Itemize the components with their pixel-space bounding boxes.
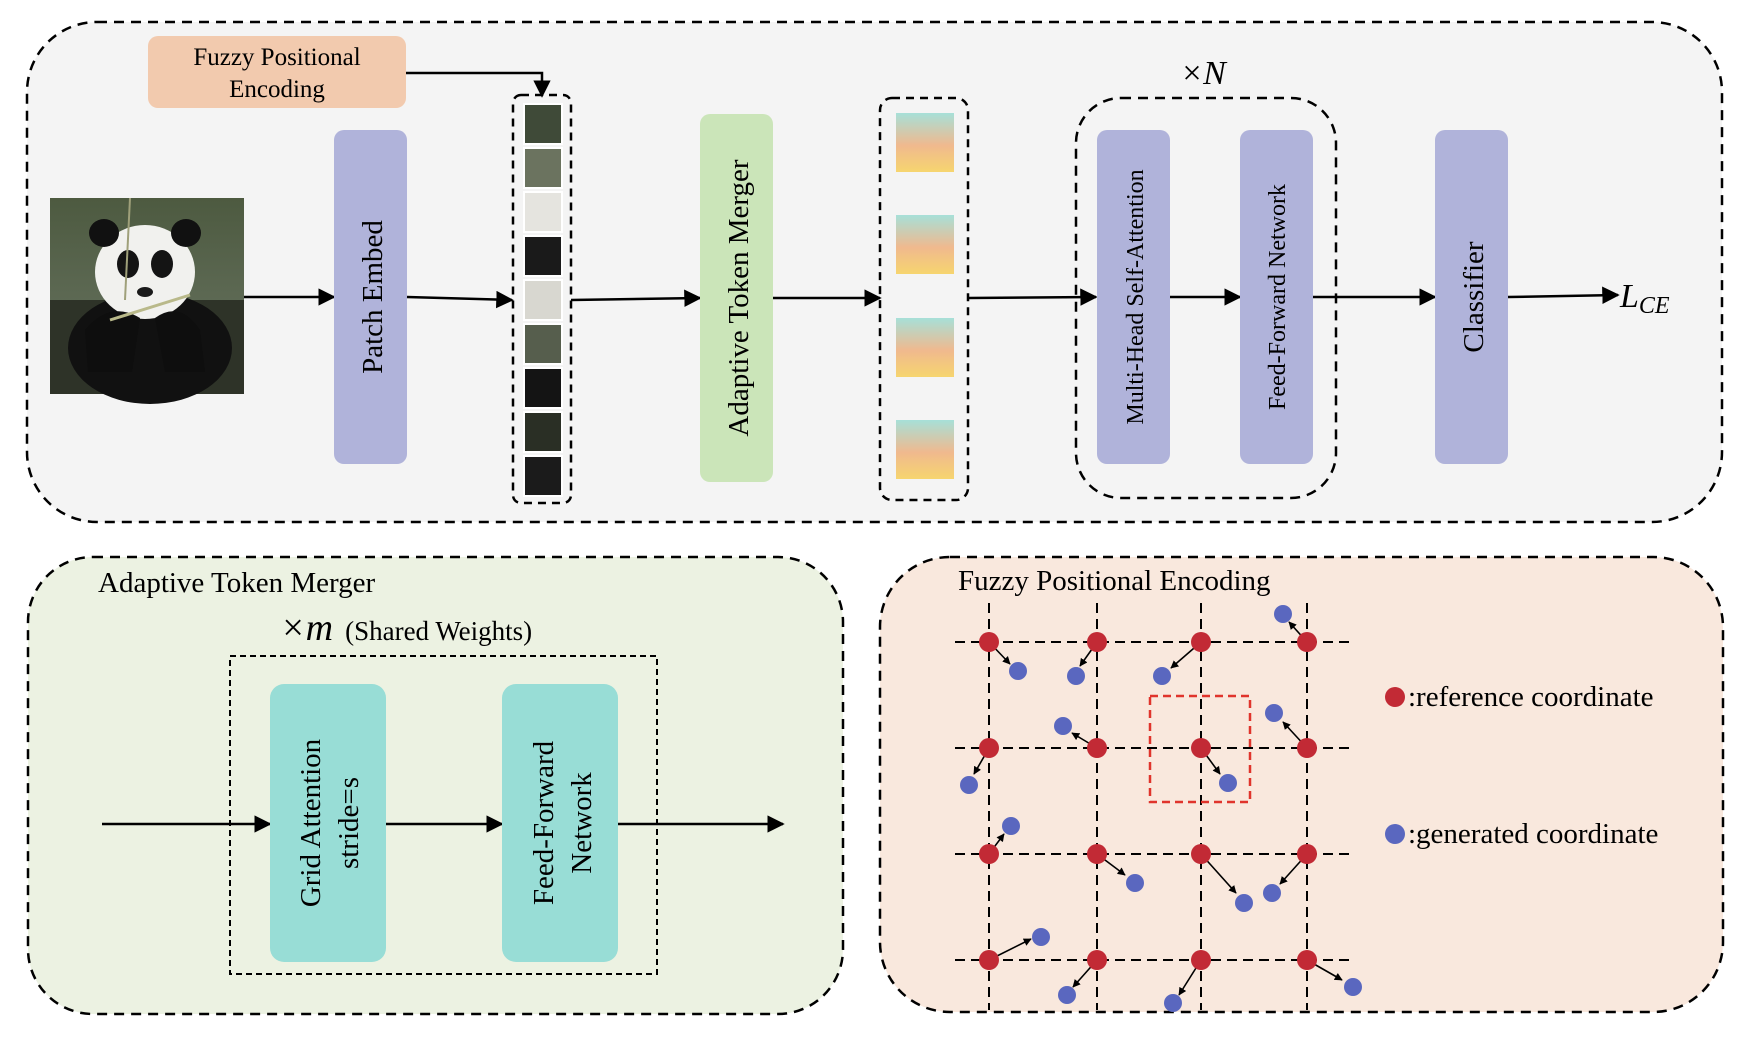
grid-attention-label-line1: Grid Attention: [295, 738, 327, 907]
merged-token: [896, 113, 954, 172]
arrow-patch-embed-to-patches: [406, 290, 514, 309]
grid-attention-block: [270, 684, 386, 962]
merged-tokens-container: [878, 96, 970, 502]
repeat-n-label: ×N: [1180, 55, 1228, 92]
atm-feed-forward-block: [502, 684, 618, 962]
patch-embed-block: [334, 130, 407, 464]
classifier-label: Classifier: [1458, 241, 1490, 352]
feed-forward-network-block: [1240, 130, 1313, 464]
atm-block-label: Adaptive Token Merger: [723, 159, 755, 436]
legend-generated-dot: [1385, 824, 1405, 844]
patch-stack-container: [511, 93, 573, 505]
fpe-panel-title: Fuzzy Positional Encoding: [958, 565, 1271, 597]
merged-token: [896, 420, 954, 479]
adaptive-token-merger-block: [700, 114, 773, 482]
generated-coordinates: [960, 605, 1362, 1012]
atm-panel-title: Adaptive Token Merger: [98, 567, 375, 599]
panda-input-image: [50, 197, 244, 404]
merged-token: [896, 215, 954, 274]
classifier-block: [1435, 130, 1508, 464]
multi-head-self-attention-block: [1097, 130, 1170, 464]
merged-token: [896, 318, 954, 377]
reference-coordinates: [979, 632, 1317, 970]
loss-label: LCE: [1619, 278, 1670, 319]
atm-repeat-container: [229, 655, 658, 975]
atm-ffn-label-line2: Network: [566, 772, 598, 874]
mhsa-label: Multi-Head Self-Attention: [1123, 169, 1149, 424]
legend-generated-label: :generated coordinate: [1408, 818, 1658, 850]
fuzzy-pe-label-line2: Encoding: [229, 76, 325, 103]
patch-embed-label: Patch Embed: [357, 220, 389, 374]
fuzzy-pe-label-line1: Fuzzy Positional: [193, 44, 360, 71]
fpe-grid: [955, 603, 1355, 1010]
ffn-label: Feed-Forward Network: [1265, 184, 1291, 410]
arrow-tokens-to-mhsa: [967, 288, 1098, 306]
fpe-highlight-region: [1148, 694, 1252, 804]
arrow-patches-to-atm: [570, 289, 702, 307]
fuzzy-positional-encoding-block: [148, 36, 406, 108]
legend-reference-label: :reference coordinate: [1408, 681, 1654, 713]
legend-reference-dot: [1385, 687, 1405, 707]
fpe-detail-panel: [878, 555, 1725, 1014]
grid-attention-label-line2: stride=s: [333, 777, 365, 869]
atm-detail-panel: [26, 555, 845, 1016]
atm-repeat-label: ×m(Shared Weights): [280, 607, 532, 649]
patch-tiles: [523, 103, 563, 497]
atm-ffn-label-line1: Feed-Forward: [528, 740, 560, 905]
fuzzy-pe-arrow: [406, 71, 551, 98]
arrow-classifier-to-loss: [1507, 286, 1620, 305]
